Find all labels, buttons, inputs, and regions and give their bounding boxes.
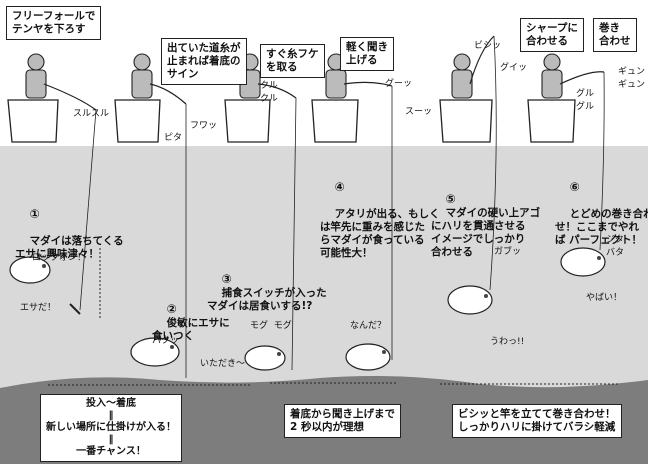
sfx-esada: エサだ！ bbox=[20, 303, 57, 313]
step-4: ④ アタリが出る、もしく は竿先に重みを感じた らマダイが食っている 可能性大！ bbox=[320, 168, 440, 273]
callout-slack: すぐ糸フケ を取る bbox=[260, 44, 325, 78]
step-3-number: ③ bbox=[221, 272, 232, 286]
sfx-jita: ジタ バタ bbox=[606, 235, 625, 258]
sfx-guru: グル グル bbox=[576, 89, 595, 112]
sfx-bishi: ビシッ bbox=[474, 41, 502, 51]
step-4-text: アタリが出る、もしく は竿先に重みを感じた らマダイが食っている 可能性大！ bbox=[320, 208, 440, 259]
boat-hulls bbox=[7, 99, 576, 143]
step-1: ① マダイは落ちてくる エサに興味津々！ bbox=[15, 195, 124, 274]
sfx-uwa: うわっ!! bbox=[490, 337, 525, 347]
sfx-gyun: ギュン ギュン bbox=[618, 67, 646, 90]
step-2-number: ② bbox=[166, 302, 177, 316]
step-4-number: ④ bbox=[334, 180, 345, 194]
step-1-text: マダイは落ちてくる エサに興味津々！ bbox=[15, 235, 124, 260]
sfx-mogu: モグ モグ bbox=[250, 321, 292, 331]
sfx-yabai: やばい！ bbox=[586, 293, 623, 303]
callout-lift: 軽く聞き 上げる bbox=[340, 37, 394, 71]
step-5-number: ⑤ bbox=[445, 192, 456, 206]
step-6-text: とどめの巻き合わ せ！ここまでやれ ば パーフェクト！ bbox=[555, 208, 648, 246]
step-5: ⑤ マダイの硬い上アゴ にハリを貫通させる イメージでしっかり 合わせる bbox=[431, 180, 540, 272]
sfx-lockon: ロックオン！ bbox=[32, 253, 87, 263]
sfx-paku: パクッ bbox=[152, 336, 180, 346]
fish-eyes bbox=[42, 256, 601, 356]
step-2: ② 俊敏にエサに 食いつく bbox=[152, 290, 230, 356]
sfx-sura: スルスル bbox=[73, 109, 110, 119]
sfx-fuwa: フワッ bbox=[190, 121, 218, 131]
callout-sharp-hook: シャープに 合わせる bbox=[520, 18, 584, 52]
rods-lines bbox=[43, 35, 605, 378]
step-2-text: 俊敏にエサに 食いつく bbox=[152, 317, 230, 342]
sfx-su: スーッ bbox=[405, 107, 433, 117]
callout-line-stop: 出ていた道糸が 止まれば着底の サイン bbox=[161, 38, 247, 85]
step-6: ⑥ とどめの巻き合わ せ！ここまでやれ ば パーフェクト！ bbox=[555, 168, 648, 260]
box-hookset-tip: ビシッと竿を立てて巻き合わせ！ しっかりハリに掛けてバラシ軽減 bbox=[452, 404, 622, 438]
step-5-text: マダイの硬い上アゴ にハリを貫通させる イメージでしっかり 合わせる bbox=[431, 207, 541, 258]
step-3: ③ 捕食スイッチが入った マダイは居食いする!? bbox=[207, 260, 327, 326]
sfx-guu: グーッ bbox=[385, 79, 413, 89]
sfx-gabu: ガブッ bbox=[494, 247, 522, 257]
sfx-kuru: クル クル bbox=[260, 81, 278, 104]
box-ideal-timing: 着底から聞き上げまで 2 秒以内が理想 bbox=[284, 404, 401, 438]
sfx-itadaki: いただき～ bbox=[200, 359, 246, 369]
sfx-pita: ピタ bbox=[164, 133, 183, 143]
step-6-number: ⑥ bbox=[569, 180, 580, 194]
sfx-gui: グイッ bbox=[500, 63, 528, 73]
step-3-text: 捕食スイッチが入った マダイは居食いする!? bbox=[207, 287, 327, 312]
box-descent-chance: 投入〜着底 ‖ 新しい場所に仕掛けが入る！ ‖ 一番チャンス！ bbox=[40, 394, 182, 462]
step-1-number: ① bbox=[29, 207, 40, 221]
sfx-nanda: なんだ？ bbox=[350, 321, 387, 331]
fish bbox=[9, 247, 606, 371]
callout-free-fall: フリーフォールで テンヤを下ろす bbox=[6, 6, 102, 40]
tenya-lure bbox=[69, 303, 81, 315]
callout-reel-hook: 巻き 合わせ bbox=[593, 18, 637, 52]
guide-lines bbox=[48, 248, 620, 386]
